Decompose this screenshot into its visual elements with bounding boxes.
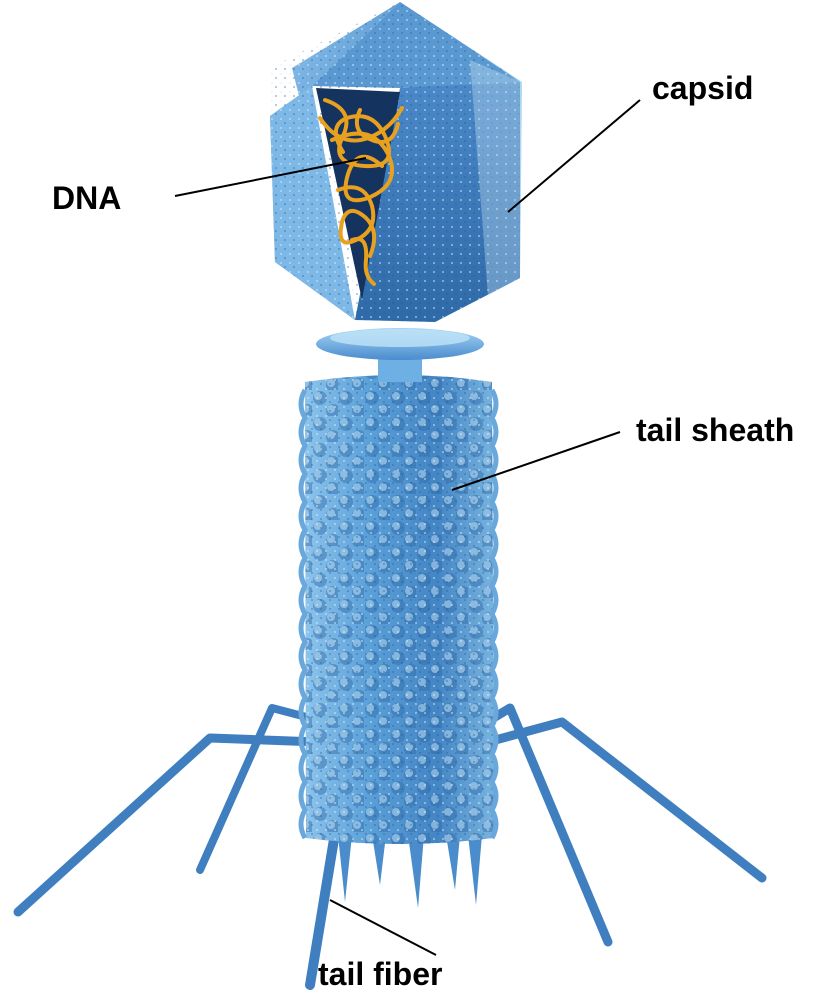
leader-line-tail-fiber: [330, 900, 436, 955]
tail-sheath: [301, 375, 496, 844]
neck-collar: [316, 328, 484, 382]
capsid-head: [270, 2, 522, 322]
label-dna: DNA: [52, 182, 121, 214]
label-tail-fiber: tail fiber: [318, 958, 442, 990]
tail-fiber-left-outer: [18, 738, 318, 912]
leader-line-capsid: [508, 100, 640, 212]
base-plate-pins: [338, 835, 482, 908]
label-tail-sheath: tail sheath: [636, 414, 794, 446]
label-capsid: capsid: [652, 72, 753, 104]
